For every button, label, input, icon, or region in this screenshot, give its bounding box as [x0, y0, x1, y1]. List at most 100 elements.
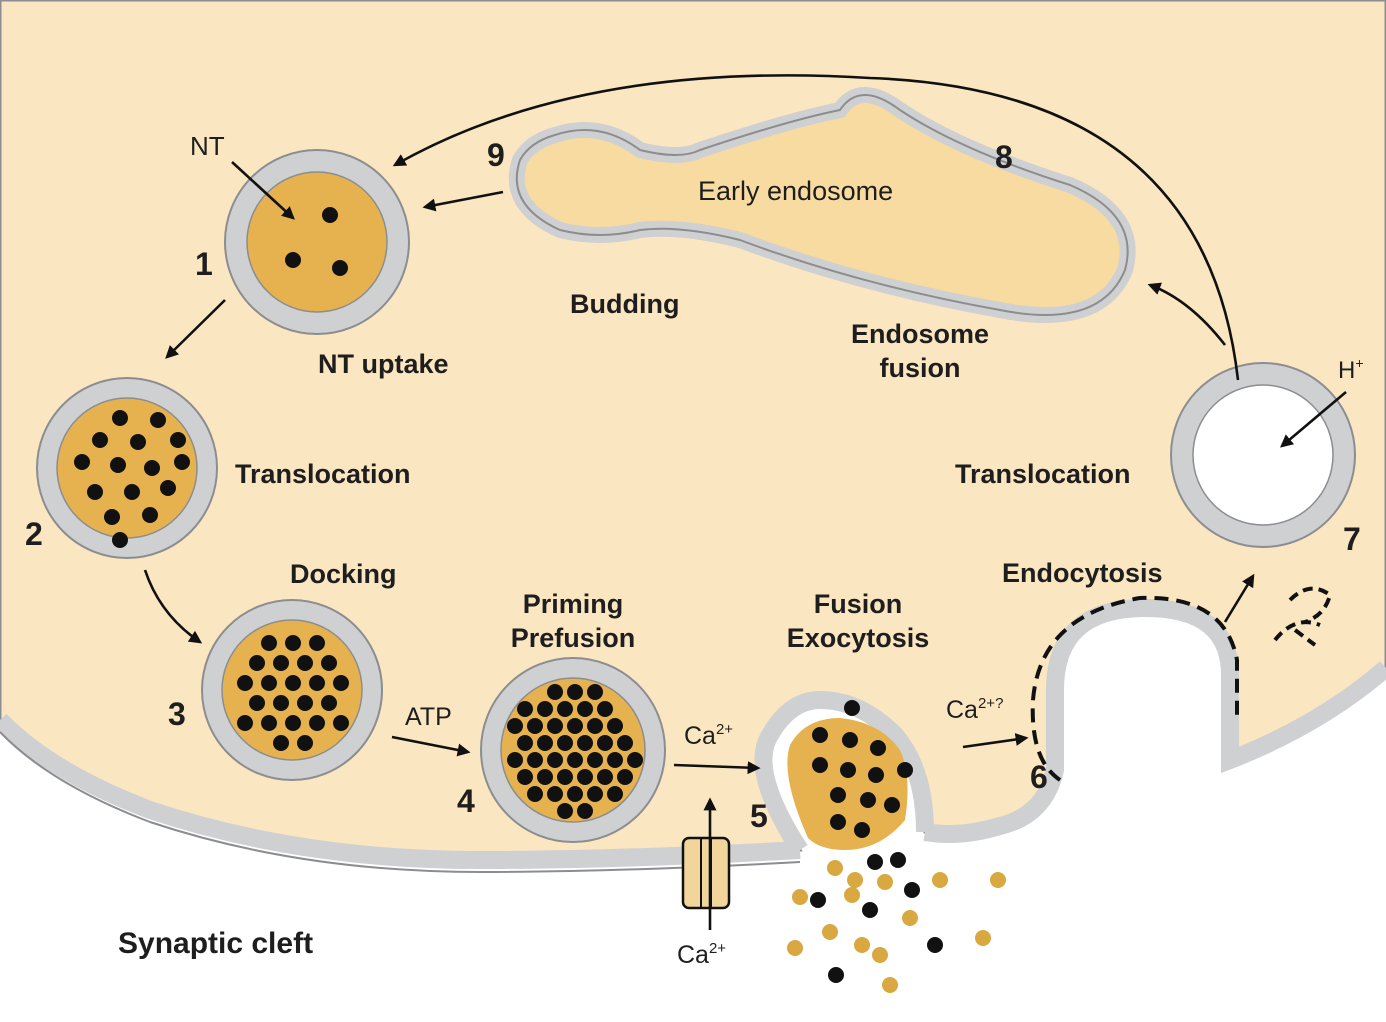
transmitter-dot — [333, 715, 349, 731]
transmitter-dot — [547, 718, 563, 734]
released-transmitter-dot — [854, 937, 870, 953]
released-transmitter-dot — [844, 887, 860, 903]
label-synaptic-cleft: Synaptic cleft — [118, 927, 313, 960]
label-early-endosome: Early endosome — [698, 176, 893, 206]
transmitter-dot — [870, 740, 886, 756]
vesicle-docking — [201, 599, 383, 781]
released-transmitter-dot — [847, 872, 863, 888]
transmitter-dot — [597, 701, 613, 717]
transmitter-dot — [309, 675, 325, 691]
label-endocytosis: Endocytosis — [1002, 558, 1163, 588]
transmitter-dot — [285, 635, 301, 651]
transmitter-dot — [527, 786, 543, 802]
transmitter-dot — [261, 635, 277, 651]
transmitter-dot — [567, 752, 583, 768]
transmitter-dot — [273, 695, 289, 711]
step-3: 3 — [168, 696, 186, 732]
transmitter-dot — [507, 718, 523, 734]
transmitter-dot — [237, 715, 253, 731]
transmitter-dot — [237, 675, 253, 691]
step-8: 8 — [995, 139, 1013, 175]
step-9: 9 — [487, 137, 505, 173]
released-transmitter-dot — [872, 947, 888, 963]
transmitter-dot — [537, 769, 553, 785]
released-transmitter-dot — [787, 940, 803, 956]
released-transmitter — [787, 852, 1006, 993]
released-transmitter-dot — [827, 860, 843, 876]
transmitter-dot — [110, 457, 126, 473]
label-atp: ATP — [405, 703, 452, 731]
released-transmitter-dot — [932, 872, 948, 888]
label-endosome-fusion-line1: Endosome — [851, 319, 989, 349]
transmitter-dot — [830, 814, 846, 830]
label-ca-channel: Ca2+ — [677, 940, 726, 969]
transmitter-dot — [112, 532, 128, 548]
step-5: 5 — [750, 798, 768, 834]
transmitter-dot — [597, 769, 613, 785]
released-transmitter-dot — [822, 924, 838, 940]
transmitter-dot — [297, 735, 313, 751]
transmitter-dot — [897, 762, 913, 778]
released-transmitter-dot — [890, 852, 906, 868]
transmitter-dot — [124, 484, 140, 500]
transmitter-dot — [567, 786, 583, 802]
label-budding: Budding — [570, 289, 679, 319]
transmitter-dot — [170, 432, 186, 448]
transmitter-dot — [557, 803, 573, 819]
cycle-arrows — [143, 74, 1347, 930]
transmitter-dot — [144, 460, 160, 476]
calcium-channel — [681, 836, 731, 910]
transmitter-dot — [297, 695, 313, 711]
label-ca-endocytosis: Ca2+? — [946, 695, 1003, 724]
transmitter-dot — [557, 701, 573, 717]
transmitter-dot — [309, 715, 325, 731]
vesicle-fusing — [754, 690, 934, 855]
label-translocation-right: Translocation — [955, 459, 1131, 489]
transmitter-dot — [812, 757, 828, 773]
transmitter-dot — [627, 752, 643, 768]
released-transmitter-dot — [975, 930, 991, 946]
released-transmitter-dot — [867, 854, 883, 870]
transmitter-dot — [607, 718, 623, 734]
label-ca-trigger: Ca2+ — [684, 721, 733, 750]
transmitter-dot — [112, 410, 128, 426]
clathrin-fragments — [1273, 586, 1333, 647]
transmitter-dot — [332, 260, 348, 276]
transmitter-dot — [321, 695, 337, 711]
vesicle-nt-uptake — [224, 149, 410, 335]
transmitter-dot — [285, 252, 301, 268]
transmitter-dot — [617, 769, 633, 785]
transmitter-dot — [174, 454, 190, 470]
transmitter-dot — [87, 484, 103, 500]
transmitter-dot — [104, 509, 120, 525]
label-h-plus: H+ — [1338, 355, 1364, 384]
label-exocytosis: Exocytosis — [787, 623, 930, 653]
transmitter-dot — [868, 767, 884, 783]
released-transmitter-dot — [792, 889, 808, 905]
transmitter-dot — [249, 695, 265, 711]
vesicle-translocation — [36, 377, 218, 559]
label-nt-uptake: NT uptake — [318, 349, 449, 379]
transmitter-dot — [273, 735, 289, 751]
transmitter-dot — [844, 700, 860, 716]
transmitter-dot — [607, 752, 623, 768]
released-transmitter-dot — [904, 882, 920, 898]
transmitter-dot — [130, 434, 146, 450]
transmitter-dot — [860, 792, 876, 808]
transmitter-dot — [842, 732, 858, 748]
released-transmitter-dot — [990, 872, 1006, 888]
transmitter-dot — [333, 675, 349, 691]
transmitter-dot — [577, 735, 593, 751]
transmitter-dot — [567, 718, 583, 734]
step-7: 7 — [1343, 521, 1361, 557]
transmitter-dot — [577, 803, 593, 819]
released-transmitter-dot — [927, 937, 943, 953]
transmitter-dot — [517, 701, 533, 717]
released-transmitter-dot — [882, 977, 898, 993]
transmitter-dot — [74, 454, 90, 470]
transmitter-dot — [537, 735, 553, 751]
transmitter-dot — [557, 769, 573, 785]
transmitter-dot — [547, 786, 563, 802]
transmitter-dot — [150, 412, 166, 428]
